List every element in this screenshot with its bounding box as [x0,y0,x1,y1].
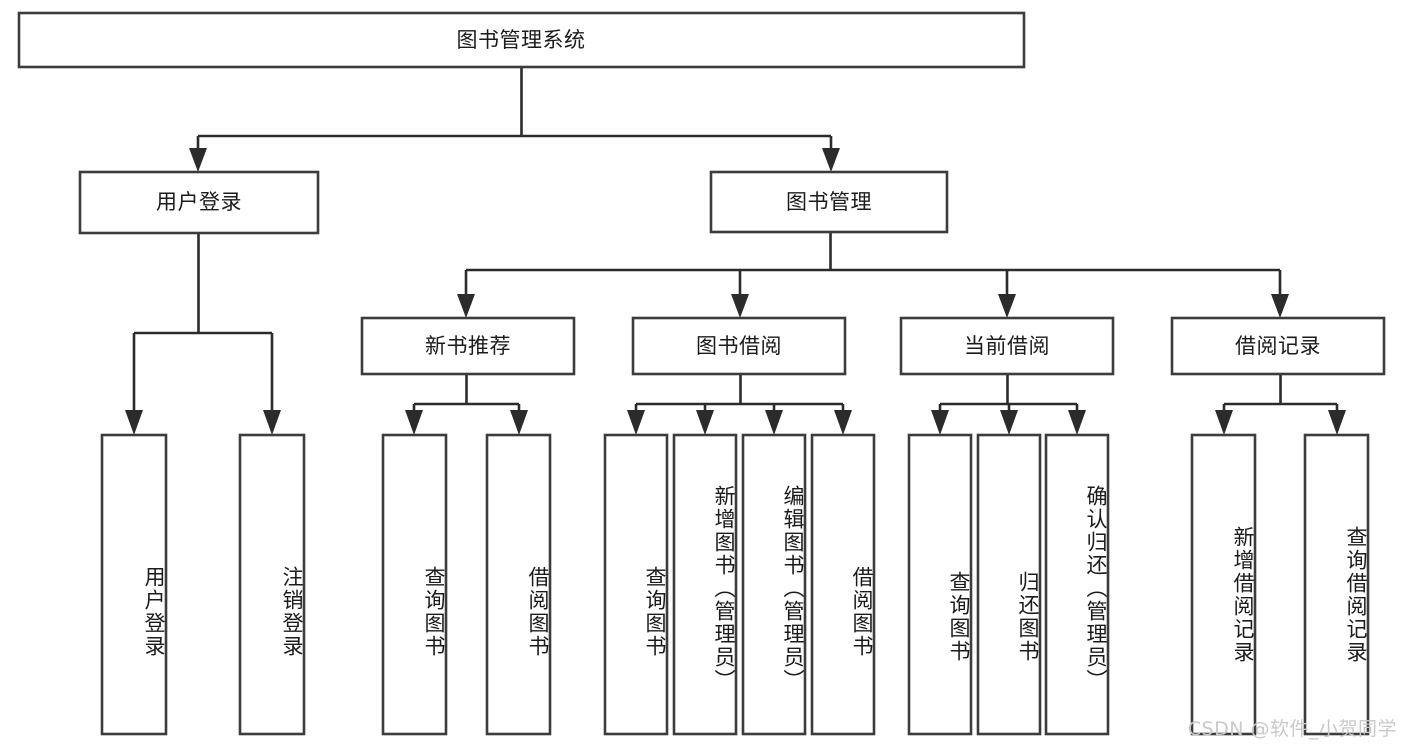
leaf-label-bb-add-book: 新增图书（管理员） [712,485,736,692]
leaf-box-br-add-record[interactable] [1190,433,1257,736]
arrowhead-borrow-record [1271,294,1289,318]
arrowhead-leaf-cb-3 [1068,410,1086,435]
arrowhead-bookmgmt [822,148,840,172]
arrowhead-leaf-cb-1 [931,410,949,435]
arrowhead-leaf-br-1 [1215,410,1233,435]
arrowhead-leaf-nb-2 [510,410,528,435]
node-user-login[interactable]: 用户登录 [78,170,320,235]
leaf-box-group [100,433,1370,736]
arrowhead-book-borrow [731,294,749,318]
leaf-label-bb-edit-book: 编辑图书（管理员） [781,485,805,692]
leaf-box-user-login[interactable] [100,433,168,736]
arrowhead-leaf-logout [263,410,281,435]
leaf-box-bb-edit-book[interactable] [741,433,807,736]
node-new-book-recommend-label: 新书推荐 [425,334,511,358]
leaf-label-user-login: 用户登录 [142,566,166,658]
node-user-login-box[interactable] [78,170,320,235]
leaf-label-cb-confirm-return: 确认归还（管理员） [1084,485,1108,692]
arrowhead-leaf-bb-1 [627,410,645,435]
leaf-box-logout[interactable] [238,433,306,736]
arrowhead-leaf-bb-2 [696,410,714,435]
node-book-management-label: 图书管理 [786,190,872,214]
arrowhead-new-book [457,294,475,318]
leaf-label-bb-borrow-book: 借阅图书 [850,566,874,658]
arrowhead-leaf-cb-2 [1000,410,1018,435]
leaf-box-cb-query-book[interactable] [907,433,973,736]
arrowhead-leaf-br-2 [1328,410,1346,435]
connector-group [125,67,1346,435]
node-current-borrow[interactable]: 当前借阅 [899,316,1115,376]
arrowhead-current-borrow [998,294,1016,318]
leaf-label-br-add-record: 新增借阅记录 [1231,525,1255,664]
node-new-book-recommend[interactable]: 新书推荐 [360,316,576,376]
node-book-management-box[interactable] [709,170,949,234]
leaf-box-bb-query-book[interactable] [603,433,669,736]
leaf-label-cb-query-book: 查询图书 [947,571,971,663]
node-borrow-record-box[interactable] [1170,316,1386,376]
leaf-box-cb-return-book[interactable] [976,433,1042,736]
node-borrow-record-label: 借阅记录 [1235,334,1321,358]
arrowhead-leaf-user-login [125,410,143,435]
leaf-label-nb-borrow-book: 借阅图书 [526,566,550,658]
leaf-label-bb-query-book: 查询图书 [643,566,667,658]
leaf-label-nb-query-book: 查询图书 [422,566,446,658]
leaf-label-logout: 注销登录 [280,566,304,658]
node-root-box[interactable] [17,11,1026,69]
node-borrow-record[interactable]: 借阅记录 [1170,316,1386,376]
node-book-borrow-label: 图书借阅 [696,334,782,358]
node-book-borrow-box[interactable] [631,316,847,376]
node-new-book-recommend-box[interactable] [360,316,576,376]
leaf-box-bb-borrow-book[interactable] [810,433,876,736]
node-current-borrow-box[interactable] [899,316,1115,376]
leaf-box-nb-query-book[interactable] [381,433,448,736]
node-root-label: 图书管理系统 [457,28,586,52]
leaf-box-br-query-record[interactable] [1303,433,1370,736]
arrowhead-userlogin [189,148,207,172]
leaf-box-bb-add-book[interactable] [672,433,738,736]
arrowhead-leaf-bb-4 [834,410,852,435]
node-current-borrow-label: 当前借阅 [964,334,1050,358]
leaf-label-br-query-record: 查询借阅记录 [1344,525,1368,664]
leaf-label-cb-return-book: 归还图书 [1016,571,1040,663]
leaf-box-cb-confirm-return[interactable] [1044,433,1110,736]
node-user-login-label: 用户登录 [156,190,242,214]
arrowhead-leaf-bb-3 [765,410,783,435]
node-root[interactable]: 图书管理系统 [17,11,1026,69]
arrowhead-leaf-nb-1 [405,410,423,435]
node-book-borrow[interactable]: 图书借阅 [631,316,847,376]
leaf-box-nb-borrow-book[interactable] [485,433,552,736]
node-book-management[interactable]: 图书管理 [709,170,949,234]
